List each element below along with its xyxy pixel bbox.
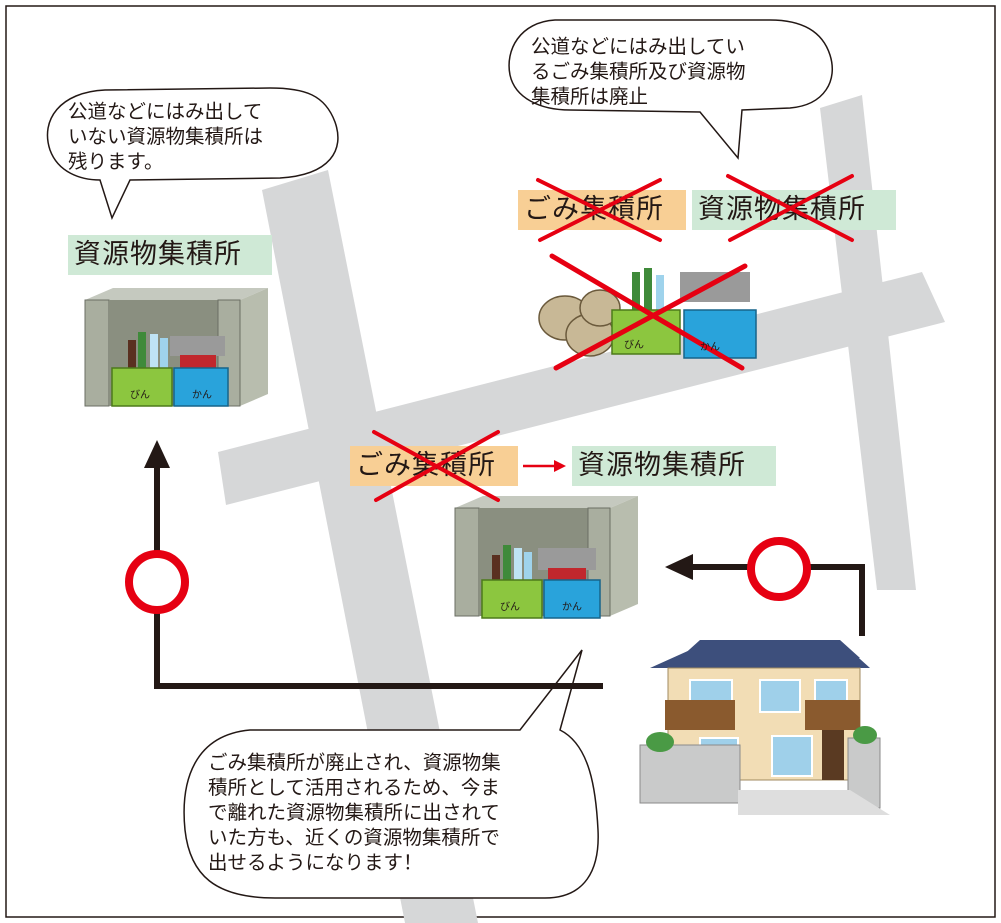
left-collection-station (84, 288, 268, 407)
arrow-left-head (665, 554, 693, 580)
ok-circle-left (125, 550, 189, 614)
path-to-left-station (154, 460, 603, 689)
speech-bubble-bottom (183, 649, 599, 899)
red-cross-station (549, 253, 748, 371)
bubble-abolish-text: 公道などにはみ出してい るごみ集積所及び資源物 集積所は廃止 (531, 35, 746, 108)
label-mid-garbage: ごみ集積所 (350, 446, 518, 486)
tag-can-left: かん (192, 390, 212, 401)
tag-can-center: かん (562, 602, 582, 613)
label-top-resource: 資源物集積所 (692, 190, 896, 230)
cross-top-resource-b (728, 174, 854, 242)
bubble-remain-text: 公道などにはみ出して いない資源物集積所は 残ります。 (68, 100, 264, 173)
label-mid-resource: 資源物集積所 (572, 446, 776, 486)
speech-bubble-remain (46, 87, 339, 221)
outer-frame (5, 5, 996, 918)
tag-bin-abolished: びん (624, 340, 644, 351)
conversion-arrow-head (554, 460, 566, 472)
center-collection-station (454, 496, 638, 619)
bubble-bottom-text: ごみ集積所が廃止され、資源物集 積所として活用されるため、今ま で離れた資源物集… (208, 751, 501, 874)
abolished-station (538, 268, 757, 359)
tag-can-abolished: かん (700, 342, 720, 353)
arrow-up-head (144, 440, 170, 468)
tag-bin-left: びん (130, 390, 150, 401)
cross-mid-garbage-b (374, 430, 500, 502)
ok-circle-right (747, 537, 811, 601)
house (639, 640, 890, 815)
label-left-resource: 資源物集積所 (68, 235, 272, 275)
cross-top-garbage-b (538, 178, 662, 242)
tag-bin-center: びん (500, 602, 520, 613)
speech-bubble-abolish (508, 19, 834, 160)
